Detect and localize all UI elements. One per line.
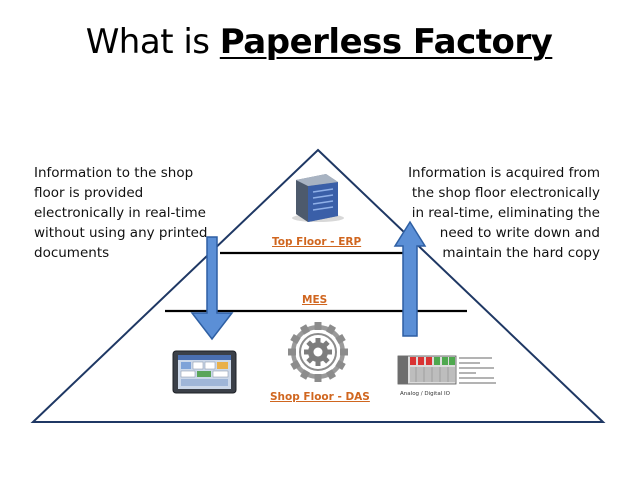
level-label-das: Shop Floor - DAS (270, 391, 370, 403)
up-arrow (393, 220, 427, 337)
gear-icon (288, 322, 348, 382)
io-module-icon: Analog / Digital IO (397, 355, 496, 397)
io-module-caption: Analog / Digital IO (400, 391, 451, 397)
left-description: Information to the shop floor is provide… (34, 165, 208, 261)
right-description: Information is acquired from the shop fl… (408, 165, 600, 261)
down-arrow (190, 236, 234, 341)
title-prefix: What is (85, 22, 220, 62)
touch-panel-icon (172, 350, 237, 394)
page-title: What is Paperless Factory (0, 22, 638, 62)
server-icon (292, 174, 344, 222)
level-label-mes: MES (302, 294, 328, 306)
level-label-erp: Top Floor - ERP (272, 236, 362, 248)
title-emphasis: Paperless Factory (219, 22, 553, 62)
